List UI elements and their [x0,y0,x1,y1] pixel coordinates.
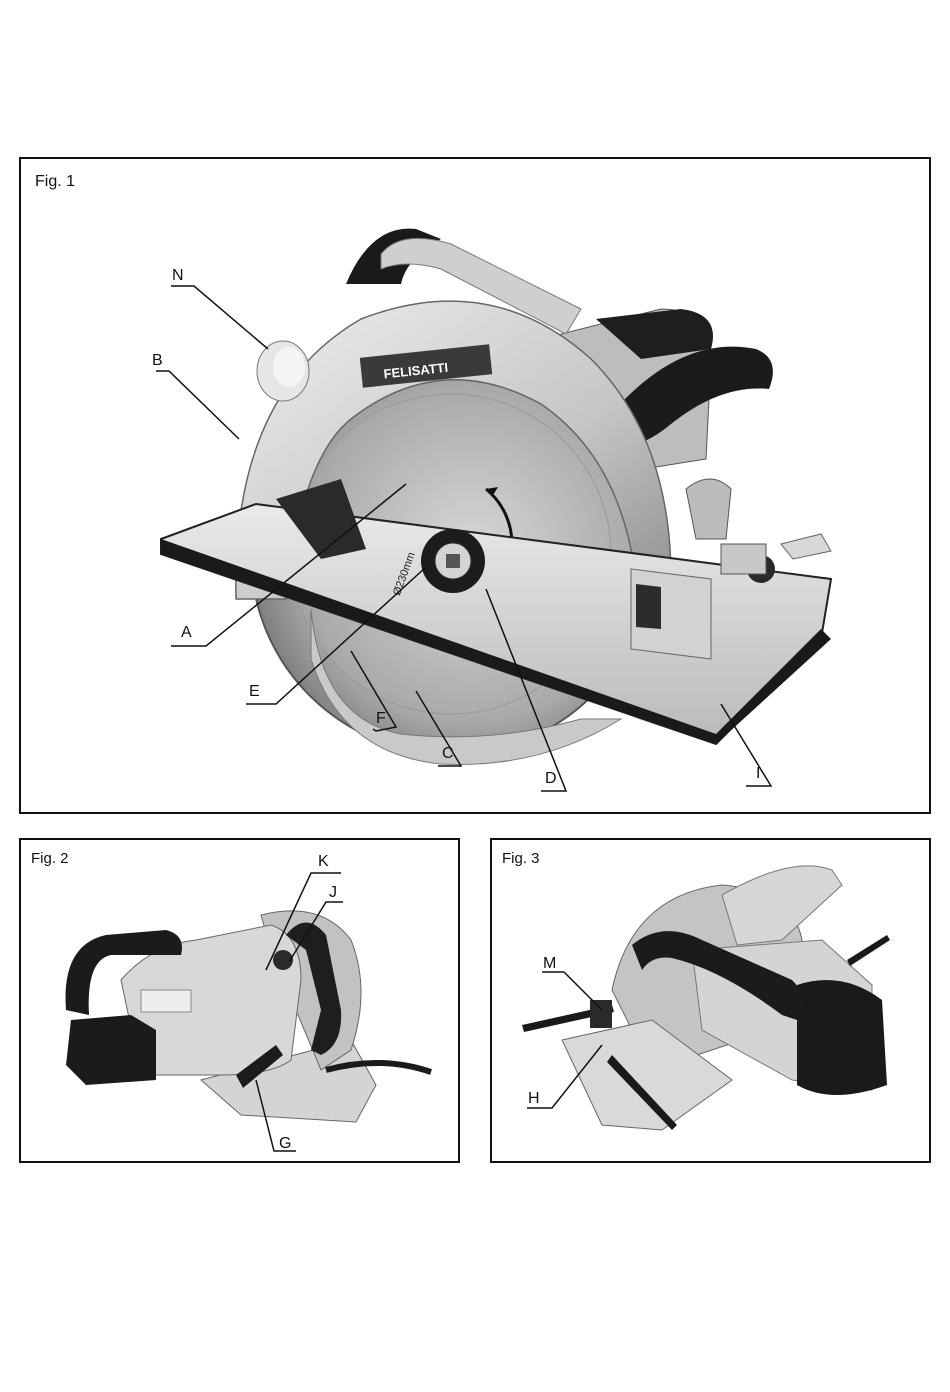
callout-j: J [329,884,337,902]
callout-k: K [318,853,329,871]
callout-a: A [181,624,192,642]
front-bracket [631,569,711,659]
figure-3-panel: Fig. 3 M H [490,838,931,1163]
circular-saw-illustration: FELISATTI Ø230mm [21,159,931,814]
callout-i: I [756,765,760,783]
figure-1-panel: Fig. 1 [19,157,931,814]
callout-g: G [279,1135,291,1153]
saw-front-illustration [492,840,931,1163]
callout-b: B [152,352,163,370]
callout-c: C [442,745,454,763]
saw-side-illustration [21,840,460,1163]
figure-2-panel: Fig. 2 K J G [19,838,460,1163]
callout-m: M [543,955,556,973]
callout-d: D [545,770,557,788]
guard-knob[interactable] [257,341,309,401]
blade-flange [421,529,485,593]
top-handle[interactable] [722,866,842,945]
callout-e: E [249,683,260,701]
guide-lock-knob[interactable] [590,1000,612,1028]
callout-h: H [528,1090,540,1108]
callout-f: F [376,710,386,728]
callout-n: N [172,267,184,285]
